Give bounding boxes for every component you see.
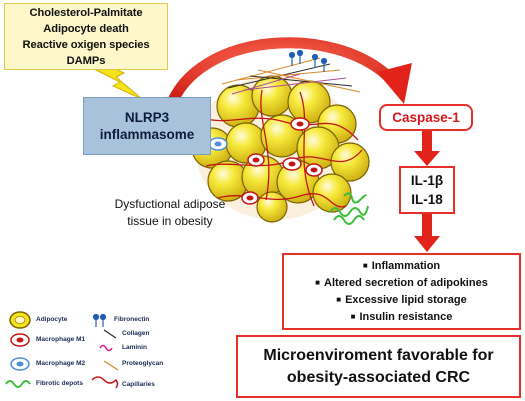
- arrow-il-to-effects: [414, 214, 440, 252]
- effect-item: ■Excessive lipid storage: [284, 292, 519, 309]
- stimulus-ros: Reactive oxigen species: [22, 38, 150, 51]
- effect-text: Insulin resistance: [359, 311, 453, 323]
- legend-capillaries-label: Capillaries: [122, 381, 155, 388]
- stimulus-cholesterol: Cholesterol-Palmitate: [29, 6, 143, 19]
- legend-adipocyte-symbol: [9, 311, 31, 329]
- legend-adipocyte-label: Adipocyte: [36, 316, 68, 323]
- bullet-icon: ■: [362, 261, 368, 270]
- caspase-label: Caspase-1: [392, 110, 460, 125]
- legend-collagen-symbol: [103, 329, 117, 339]
- legend-collagen-label: Collagen: [122, 330, 150, 337]
- legend-m2-symbol: [10, 357, 30, 371]
- effect-text: Inflammation: [371, 260, 441, 272]
- legend-m1-label: Macrophage M1: [36, 336, 86, 343]
- tissue-caption-line1: Dysfuctional adipose: [114, 197, 226, 211]
- il18-label: IL-18: [411, 192, 443, 207]
- legend-proteoglycan-label: Proteoglycan: [122, 360, 164, 367]
- interleukin-box: IL-1β IL-18: [399, 166, 455, 214]
- legend-fibrotic-label: Fibrotic depots: [36, 380, 83, 387]
- effect-text: Excessive lipid storage: [345, 294, 467, 306]
- adipose-tissue-illustration: [191, 49, 370, 225]
- effect-item: ■Inflammation: [284, 258, 519, 275]
- effect-item: ■Insulin resistance: [284, 309, 519, 326]
- legend-laminin-label: Laminin: [122, 344, 147, 351]
- legend-m1-symbol: [10, 333, 30, 347]
- tissue-caption-line2: tissue in obesity: [127, 214, 213, 228]
- arrow-caspase-to-il: [414, 131, 440, 166]
- legend-capillaries-symbol: [91, 376, 119, 389]
- tissue-caption: Dysfuctional adipose tissue in obesity: [90, 196, 250, 230]
- effect-item: ■ Altered secretion of adipokines: [284, 275, 519, 292]
- effects-box: ■Inflammation ■Altered secretion of adip…: [282, 253, 521, 330]
- nlrp3-box: NLRP3 inflammasome: [83, 97, 211, 155]
- stimuli-box: Cholesterol-Palmitate Adipocyte death Re…: [4, 3, 168, 70]
- stimulus-damps: DAMPs: [66, 54, 106, 67]
- effect-text: Altered secretion of adipokines: [324, 277, 488, 289]
- outcome-line1: Microenviroment favorable for: [263, 346, 494, 364]
- stimulus-adipocyte-death: Adipocyte death: [43, 22, 129, 35]
- bullet-icon: ■: [315, 278, 320, 287]
- outcome-box: Microenviroment favorable for obesity-as…: [236, 335, 521, 398]
- legend-fibrotic-symbol: [5, 380, 31, 388]
- activation-curved-arrow: [164, 37, 412, 114]
- inflammasome-label: inflammasome: [99, 127, 195, 142]
- nlrp3-label: NLRP3: [124, 110, 170, 125]
- il1b-label: IL-1β: [410, 173, 444, 188]
- legend-proteoglycan-symbol: [103, 360, 119, 371]
- bullet-icon: ■: [350, 312, 356, 321]
- caspase-box: Caspase-1: [379, 104, 473, 131]
- legend-m2-label: Macrophage M2: [36, 360, 86, 367]
- legend-fibronectin-label: Fibronectin: [114, 316, 150, 323]
- outcome-line2: obesity-associated CRC: [286, 368, 471, 386]
- bullet-icon: ■: [336, 295, 342, 304]
- legend-laminin-symbol: [99, 344, 113, 352]
- legend-fibronectin-symbol: [92, 313, 107, 327]
